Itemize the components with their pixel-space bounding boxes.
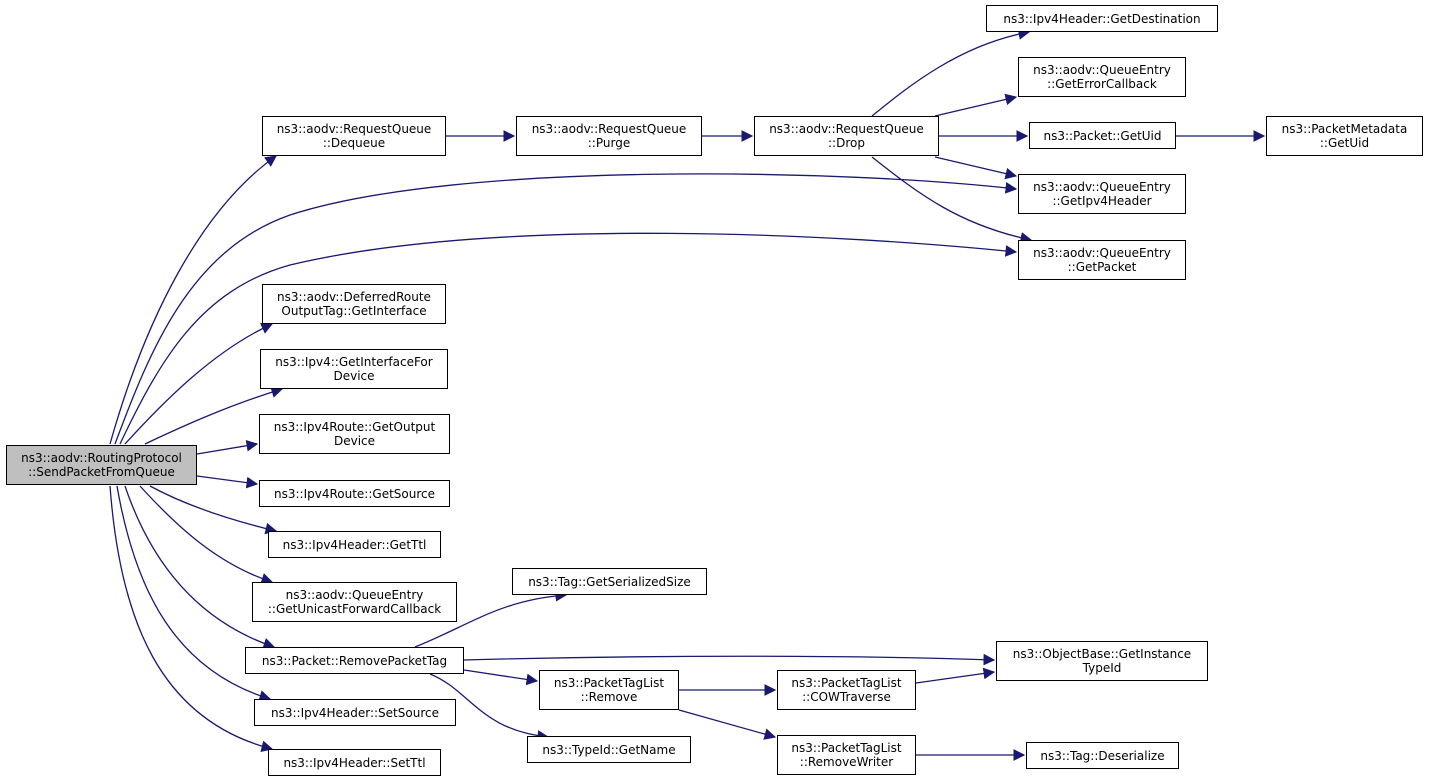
edge-pkt-rmtag-to-ptl-remove bbox=[463, 669, 539, 686]
edge-rq-drop-to-ipv4h-getdest bbox=[871, 28, 1031, 117]
edge-rq-drop-to-qe-geterrcb bbox=[934, 93, 1018, 117]
node-ipv4-getinterfacefordevice[interactable]: ns3::Ipv4::GetInterfaceFor Device bbox=[260, 349, 448, 389]
node-deferredroute-getinterface[interactable]: ns3::aodv::DeferredRoute OutputTag::GetI… bbox=[262, 284, 446, 324]
node-tag-getserializedsize[interactable]: ns3::Tag::GetSerializedSize bbox=[512, 568, 707, 595]
node-queueentry-getipv4header[interactable]: ns3::aodv::QueueEntry ::GetIpv4Header bbox=[1018, 174, 1186, 214]
node-queueentry-getpacket[interactable]: ns3::aodv::QueueEntry ::GetPacket bbox=[1018, 240, 1186, 280]
node-ipv4header-getdestination[interactable]: ns3::Ipv4Header::GetDestination bbox=[986, 5, 1218, 32]
edge-root-to-qe-getpacket bbox=[119, 232, 1018, 445]
edge-root-to-ipv4r-getsrc bbox=[196, 475, 259, 489]
node-ipv4header-setsource[interactable]: ns3::Ipv4Header::SetSource bbox=[254, 699, 456, 726]
node-queueentry-getunicastforwardcallback[interactable]: ns3::aodv::QueueEntry ::GetUnicastForwar… bbox=[252, 582, 457, 622]
edge-rq-drop-to-qe-getipv4hdr bbox=[934, 156, 1018, 180]
node-ipv4route-getoutputdevice[interactable]: ns3::Ipv4Route::GetOutput Device bbox=[259, 414, 450, 454]
edge-root-to-ipv4h-setsrc bbox=[116, 485, 272, 702]
node-queueentry-geterrorcallback[interactable]: ns3::aodv::QueueEntry ::GetErrorCallback bbox=[1018, 57, 1186, 97]
node-objectbase-getinstancetypeid[interactable]: ns3::ObjectBase::GetInstance TypeId bbox=[996, 641, 1208, 681]
node-ipv4header-setttl[interactable]: ns3::Ipv4Header::SetTtl bbox=[268, 749, 441, 776]
edge-root-to-qe-getipv4hdr bbox=[114, 173, 1018, 445]
node-packetmetadata-getuid[interactable]: ns3::PacketMetadata ::GetUid bbox=[1266, 116, 1423, 156]
edge-rq-drop-to-qe-getpacket bbox=[871, 156, 1033, 244]
node-request-queue-drop[interactable]: ns3::aodv::RequestQueue ::Drop bbox=[754, 116, 939, 156]
node-tag-deserialize[interactable]: ns3::Tag::Deserialize bbox=[1026, 742, 1179, 769]
node-typeid-getname[interactable]: ns3::TypeId::GetName bbox=[527, 736, 691, 763]
node-ipv4route-getsource[interactable]: ns3::Ipv4Route::GetSource bbox=[259, 480, 450, 507]
node-request-queue-purge[interactable]: ns3::aodv::RequestQueue ::Purge bbox=[516, 116, 702, 156]
node-send-packet-from-queue: ns3::aodv::RoutingProtocol ::SendPacketF… bbox=[6, 445, 197, 485]
node-request-queue-dequeue[interactable]: ns3::aodv::RequestQueue ::Dequeue bbox=[262, 116, 446, 156]
edge-root-to-drot-getiface bbox=[124, 323, 274, 445]
node-ipv4header-getttl[interactable]: ns3::Ipv4Header::GetTtl bbox=[268, 531, 441, 558]
edge-root-to-ipv4h-getttl bbox=[149, 485, 278, 535]
node-packettaglist-cowtraverse[interactable]: ns3::PacketTagList ::COWTraverse bbox=[777, 670, 916, 710]
node-packettaglist-remove[interactable]: ns3::PacketTagList ::Remove bbox=[539, 670, 679, 710]
node-packet-getuid[interactable]: ns3::Packet::GetUid bbox=[1029, 122, 1176, 149]
node-packet-removepackettag[interactable]: ns3::Packet::RemovePacketTag bbox=[245, 647, 464, 674]
edge-pkt-rmtag-to-typeid-getname bbox=[429, 673, 550, 742]
edge-root-to-ipv4r-getout bbox=[196, 439, 259, 455]
node-packettaglist-removewriter[interactable]: ns3::PacketTagList ::RemoveWriter bbox=[777, 735, 916, 775]
edge-root-to-qe-getucb bbox=[139, 485, 274, 585]
edge-pkt-rmtag-to-tag-getsersize bbox=[414, 589, 568, 648]
edge-pkt-rmtag-to-ob-getinst bbox=[463, 653, 996, 666]
edge-ptl-remove-to-ptl-rmwriter bbox=[678, 709, 777, 740]
edge-ptl-cow-to-ob-getinst bbox=[915, 667, 996, 684]
edge-root-to-rq-dequeue bbox=[109, 155, 277, 445]
edge-root-to-ipv4h-setttl bbox=[109, 485, 274, 753]
edge-root-to-ipv4-getiface bbox=[144, 386, 284, 445]
edge-root-to-pkt-rmtag bbox=[124, 485, 276, 650]
